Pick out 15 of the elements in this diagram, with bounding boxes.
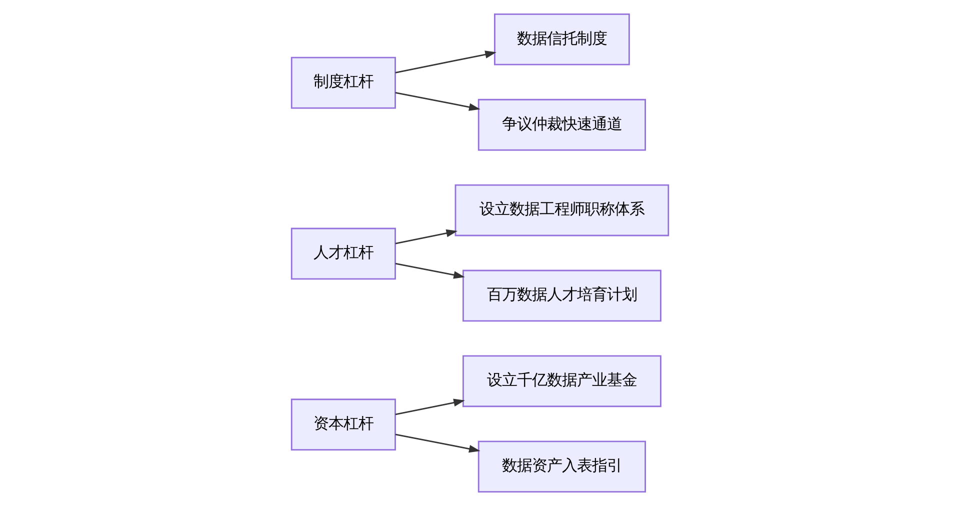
node-box: 资本杠杆 [290, 398, 396, 450]
arrow [395, 398, 465, 416]
node-box: 争议仲裁快速通道 [478, 98, 646, 151]
arrow [395, 229, 458, 244]
node-box: 数据信托制度 [494, 13, 630, 66]
arrow [395, 92, 480, 111]
arrow [395, 50, 496, 74]
arrow [395, 262, 465, 279]
node-box: 数据资产入表指引 [478, 440, 646, 493]
node-box: 设立数据工程师职称体系 [454, 184, 670, 236]
node-box: 人才杠杆 [290, 228, 396, 280]
arrow [395, 434, 480, 453]
node-box: 制度杠杆 [290, 56, 396, 109]
node-box: 百万数据人才培育计划 [462, 270, 662, 322]
node-box: 设立千亿数据产业基金 [462, 355, 662, 408]
